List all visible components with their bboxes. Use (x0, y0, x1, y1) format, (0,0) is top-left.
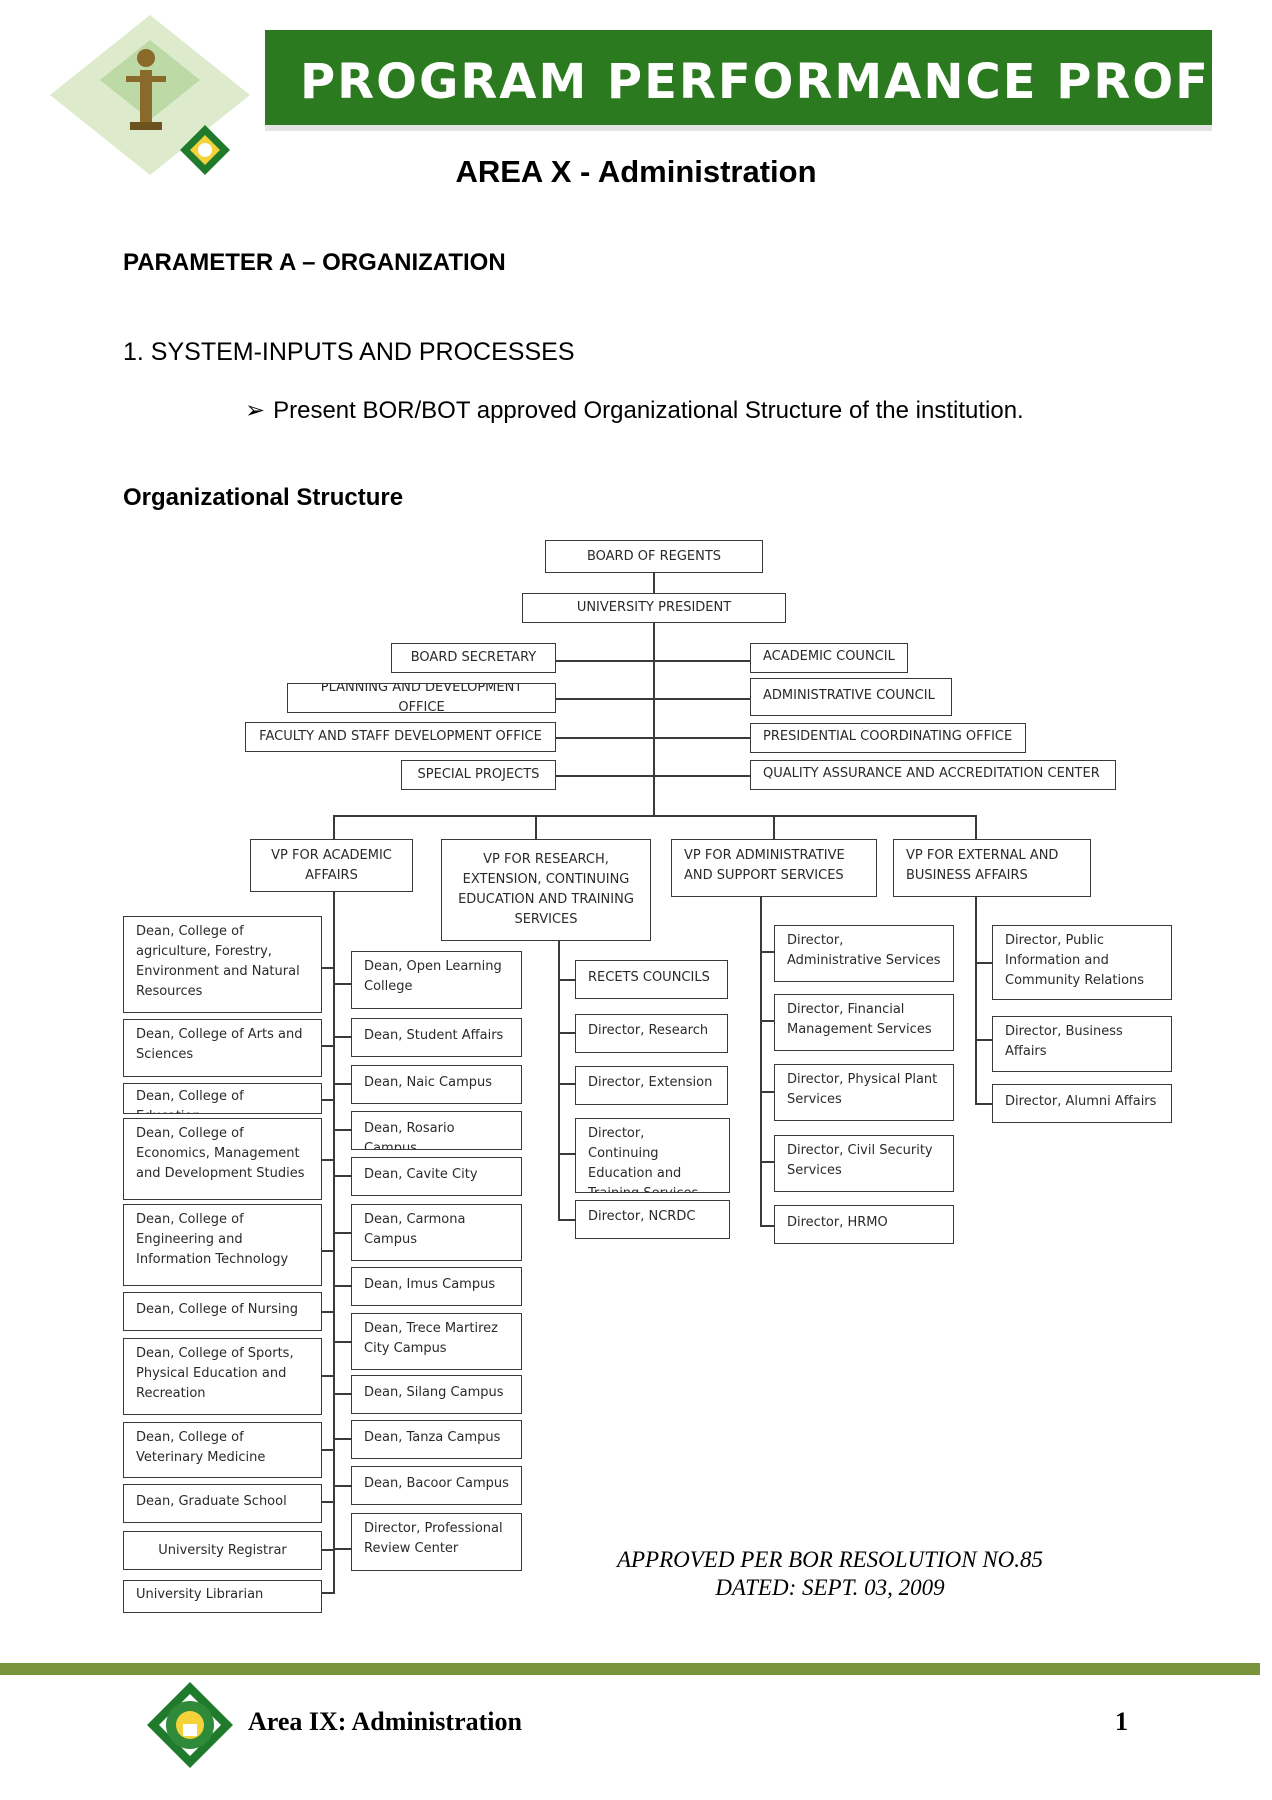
org-box-dean-imus-campus: Dean, Imus Campus (351, 1267, 522, 1306)
arrow-bullet-icon: ➢ (245, 397, 266, 424)
org-box-special-projects: SPECIAL PROJECTS (401, 760, 556, 790)
org-box-dean-tanza-campus: Dean, Tanza Campus (351, 1420, 522, 1459)
org-box-board-secretary: BOARD SECRETARY (391, 643, 556, 673)
org-box-faculty-staff-development-office: FACULTY AND STAFF DEVELOPMENT OFFICE (245, 722, 556, 752)
org-box-dean-open-learning: Dean, Open Learning College (351, 951, 522, 1009)
monument-statue-icon (126, 49, 166, 130)
org-box-director-financial-management: Director, Financial Management Services (774, 994, 954, 1051)
org-box-planning-development-office: PLANNING AND DEVELOPMENT OFFICE (287, 683, 556, 713)
org-structure-heading: Organizational Structure (123, 484, 404, 511)
org-box-dean-bacoor-campus: Dean, Bacoor Campus (351, 1466, 522, 1505)
org-box-director-hrmo: Director, HRMO (774, 1205, 954, 1244)
org-box-dean-graduate-school: Dean, Graduate School (123, 1484, 322, 1523)
approval-line-1: APPROVED PER BOR RESOLUTION NO.85 (616, 1547, 1044, 1572)
org-box-director-civil-security: Director, Civil Security Services (774, 1135, 954, 1192)
org-box-director-alumni-affairs: Director, Alumni Affairs (992, 1084, 1172, 1123)
section-heading: 1. SYSTEM-INPUTS AND PROCESSES (123, 338, 575, 366)
header-banner (265, 30, 1212, 131)
bullet-text: Present BOR/BOT approved Organizational … (273, 397, 1024, 424)
org-box-dean-engineering: Dean, College of Engineering and Informa… (123, 1204, 322, 1286)
bullet-item: ➢ Present BOR/BOT approved Organizational… (245, 396, 1024, 425)
org-box-director-research: Director, Research (575, 1014, 728, 1053)
org-box-university-registrar: University Registrar (123, 1531, 322, 1570)
footer-title: Area IX: Administration (248, 1707, 522, 1736)
org-box-dean-arts-sciences: Dean, College of Arts and Sciences (123, 1019, 322, 1077)
parameter-heading: PARAMETER A – ORGANIZATION (123, 249, 506, 276)
org-box-dean-naic-campus: Dean, Naic Campus (351, 1065, 522, 1104)
seal-diamond-icon (180, 125, 230, 175)
org-box-director-public-information: Director, Public Information and Communi… (992, 925, 1172, 1000)
org-box-university-president: UNIVERSITY PRESIDENT (522, 593, 786, 623)
university-seal-icon (147, 1682, 233, 1768)
header-title: PROGRAM PERFORMANCE PROFILE (300, 54, 1272, 110)
org-box-dean-student-affairs: Dean, Student Affairs (351, 1018, 522, 1057)
org-box-vp-external-business: VP FOR EXTERNAL AND BUSINESS AFFAIRS (893, 839, 1091, 897)
org-box-vp-administrative-support: VP FOR ADMINISTRATIVE AND SUPPORT SERVIC… (671, 839, 877, 897)
org-box-director-physical-plant: Director, Physical Plant Services (774, 1064, 954, 1121)
org-box-dean-veterinary: Dean, College of Veterinary Medicine (123, 1422, 322, 1478)
org-box-director-administrative-services: Director, Administrative Services (774, 925, 954, 982)
org-box-vp-academic-affairs: VP FOR ACADEMIC AFFAIRS (250, 839, 413, 892)
org-box-board-of-regents: BOARD OF REGENTS (545, 540, 763, 573)
approval-line-2: DATED: SEPT. 03, 2009 (715, 1575, 945, 1600)
page-number: 1 (1115, 1707, 1128, 1736)
org-box-presidential-coordinating-office: PRESIDENTIAL COORDINATING OFFICE (750, 723, 1026, 753)
org-box-director-extension: Director, Extension (575, 1066, 728, 1105)
org-box-director-business-affairs: Director, Business Affairs (992, 1016, 1172, 1072)
org-box-administrative-council: ADMINISTRATIVE COUNCIL (750, 678, 952, 716)
org-box-director-ncrdc: Director, NCRDC (575, 1200, 730, 1239)
org-box-academic-council: ACADEMIC COUNCIL (750, 643, 908, 673)
org-box-dean-silang-campus: Dean, Silang Campus (351, 1375, 522, 1414)
org-box-university-librarian: University Librarian (123, 1580, 322, 1613)
org-box-dean-rosario-campus: Dean, Rosario Campus (351, 1111, 522, 1150)
org-box-dean-agriculture: Dean, College of agriculture, Forestry, … (123, 916, 322, 1013)
footer-rule (0, 1663, 1260, 1675)
org-box-dean-education: Dean, College of Education (123, 1083, 322, 1114)
org-box-dean-carmona-campus: Dean, Carmona Campus (351, 1204, 522, 1261)
area-title: AREA X - Administration (455, 154, 817, 189)
org-box-dean-cavite-city: Dean, Cavite City (351, 1157, 522, 1196)
org-box-dean-nursing: Dean, College of Nursing (123, 1292, 322, 1331)
org-box-dean-trece-martirez: Dean, Trece Martirez City Campus (351, 1313, 522, 1370)
org-box-dean-sports: Dean, College of Sports, Physical Educat… (123, 1338, 322, 1415)
org-box-director-continuing-education: Director, Continuing Education and Train… (575, 1118, 730, 1193)
org-box-director-professional-review: Director, Professional Review Center (351, 1513, 522, 1571)
university-emblem (50, 15, 250, 175)
org-box-recets-councils: RECETS COUNCILS (575, 960, 728, 999)
org-box-vp-research-extension: VP FOR RESEARCH, EXTENSION, CONTINUING E… (441, 839, 651, 941)
org-box-dean-economics: Dean, College of Economics, Management a… (123, 1118, 322, 1200)
org-box-quality-assurance-center: QUALITY ASSURANCE AND ACCREDITATION CENT… (750, 760, 1116, 790)
